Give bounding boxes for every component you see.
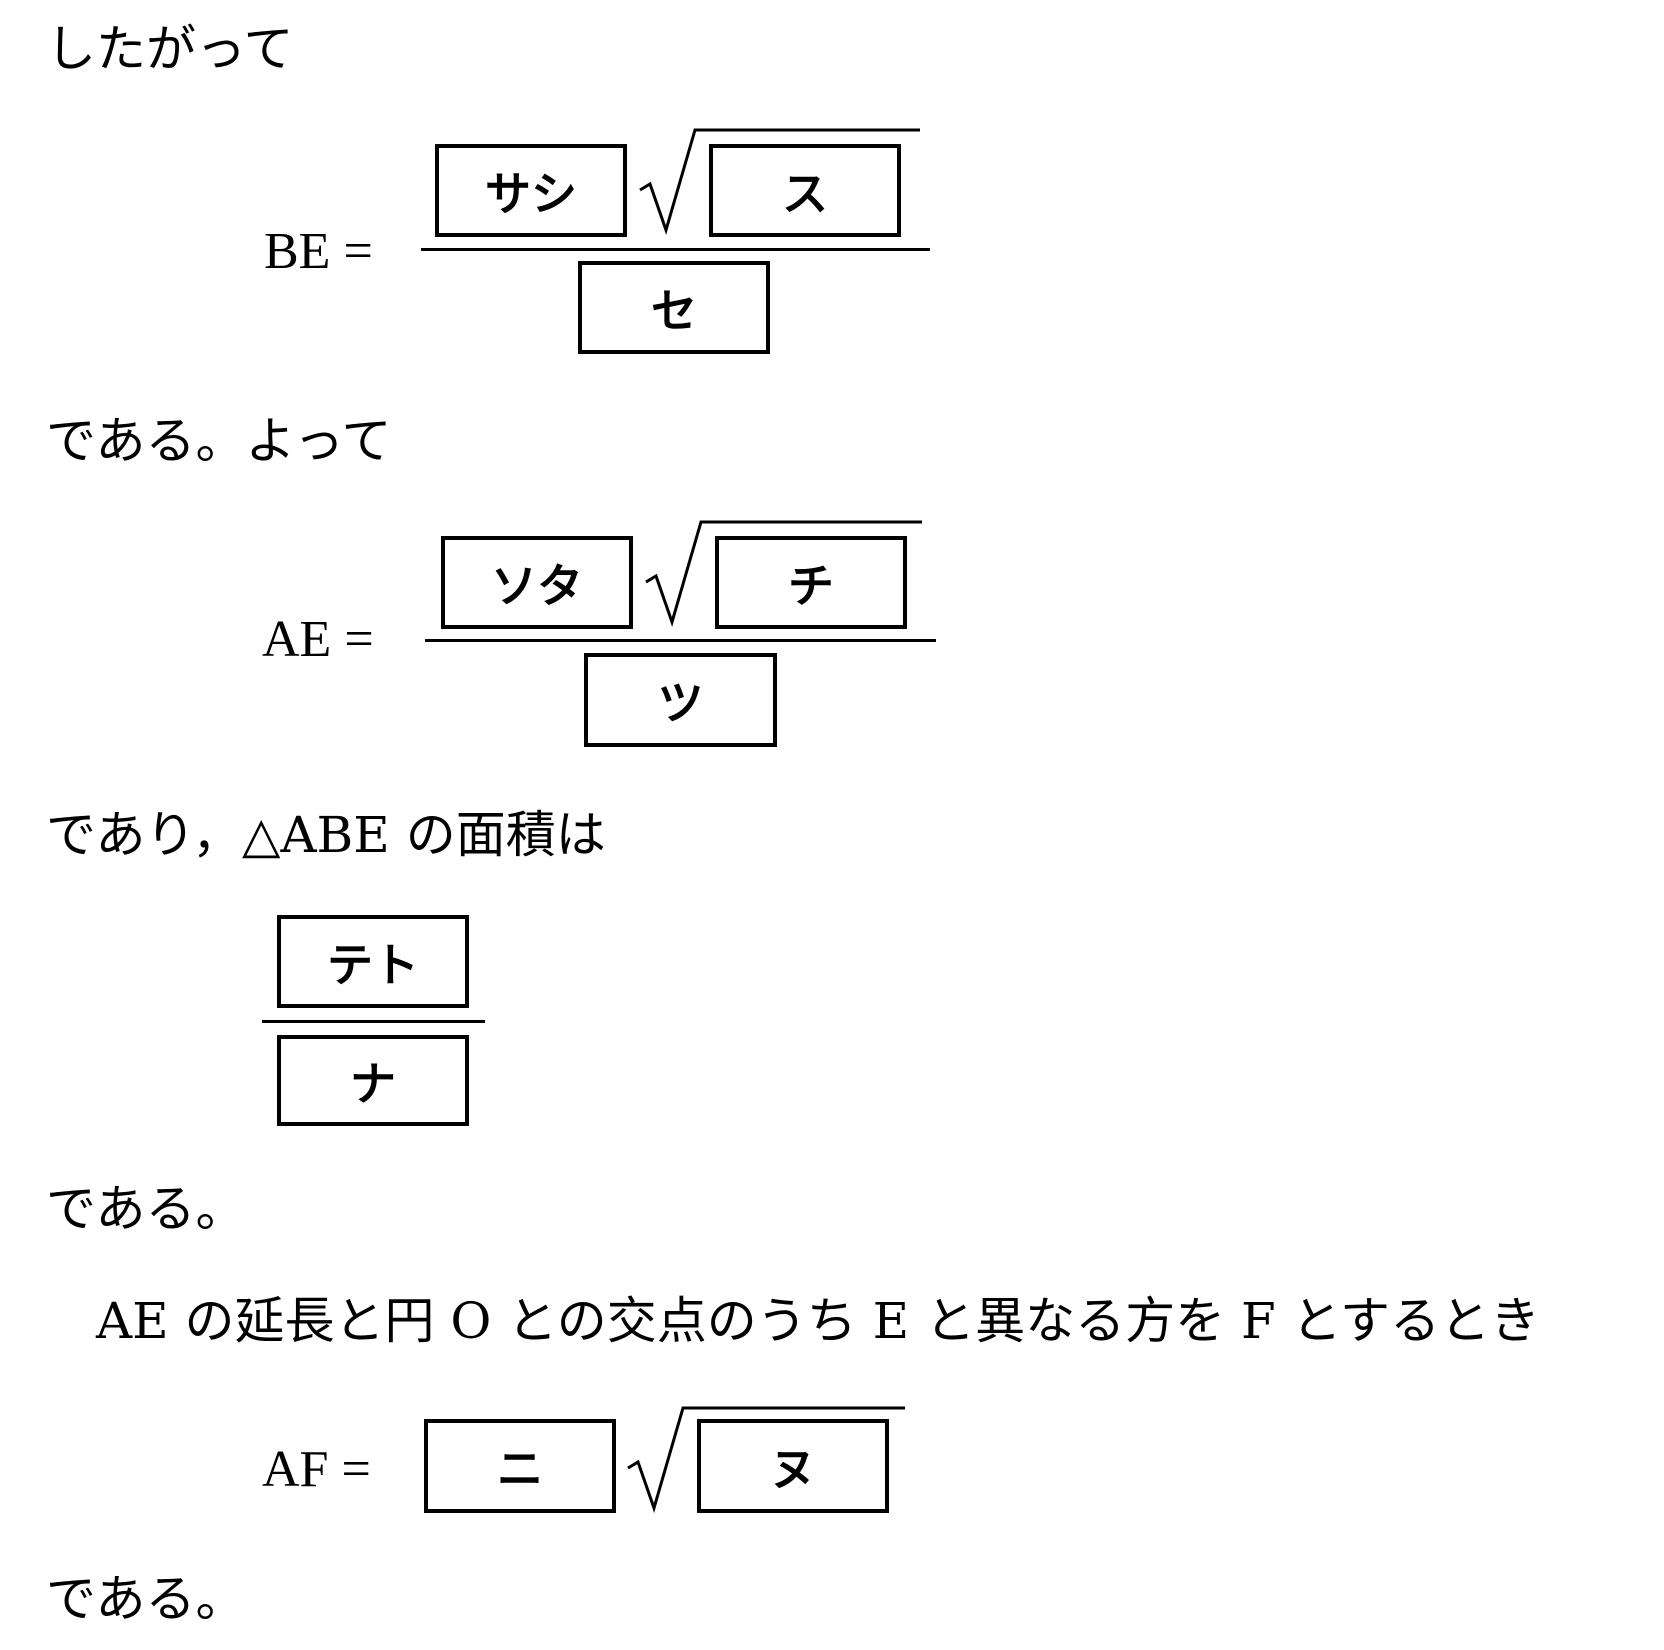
sqrt-symbol [627,1406,905,1513]
answer-box-sashi[interactable]: サシ [435,144,627,237]
text-line: AE の延長と円 O との交点のうち E と異なる方を F とするとき [96,1292,1541,1350]
answer-box-nu[interactable]: ヌ [697,1419,889,1513]
text-line: したがって [46,20,294,78]
answer-box-ni[interactable]: ニ [424,1419,616,1513]
answer-box-su[interactable]: ス [709,144,901,237]
answer-box-teto[interactable]: テト [277,915,469,1008]
answer-box-chi[interactable]: チ [715,536,907,629]
be-label: BE = [264,223,373,280]
text-line: である。 [46,1570,246,1628]
fraction-line [262,1020,485,1023]
ae-label: AE = [262,611,374,668]
sqrt-symbol [639,128,920,235]
text-line: である。 [46,1180,246,1238]
sqrt-symbol [645,520,922,627]
fraction-line [421,248,930,251]
answer-box-tsu[interactable]: ツ [584,653,777,747]
fraction-line [425,639,936,642]
text-line: であり，△ABE の面積は [46,806,606,864]
answer-box-na[interactable]: ナ [277,1035,469,1126]
af-label: AF = [262,1441,371,1498]
answer-box-sota[interactable]: ソタ [441,536,633,629]
answer-box-se[interactable]: セ [578,261,770,354]
text-line: である。よって [46,412,392,470]
